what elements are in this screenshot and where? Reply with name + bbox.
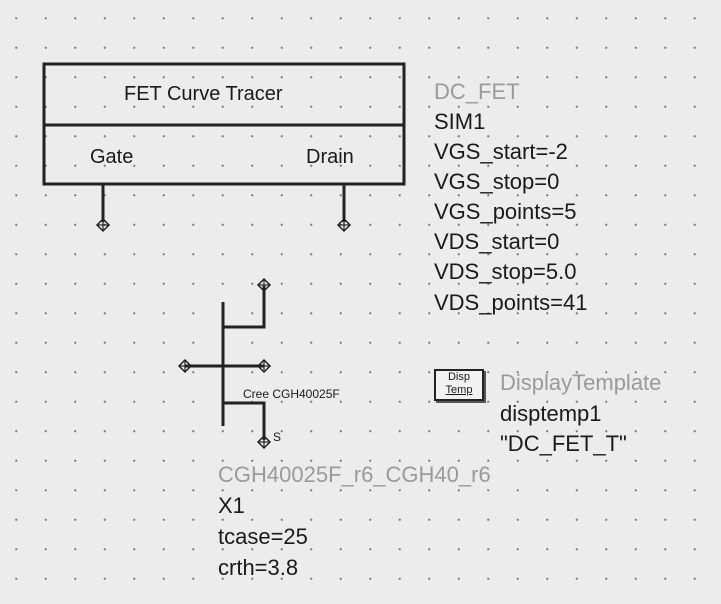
display-template-instance-name[interactable]: disptemp1 [500,401,602,426]
dc-fet-param[interactable]: VDS_points=41 [434,290,588,315]
dc-fet-param[interactable]: VDS_stop=5.0 [434,259,577,284]
curve-tracer-title: FET Curve Tracer [124,83,283,105]
fet-transistor-symbol[interactable] [177,277,272,450]
fet-gate-thermal-pin[interactable] [256,358,272,374]
transistor-model-name[interactable]: CGH40025F_r6_CGH40_r6 [218,462,491,487]
transistor-param[interactable]: tcase=25 [218,524,308,549]
transistor-instance-name[interactable]: X1 [218,493,245,518]
dc-fet-instance-name[interactable]: SIM1 [434,109,486,134]
curve-tracer-block[interactable] [42,62,406,233]
drain-pin[interactable] [336,217,352,233]
dc-fet-param[interactable]: VGS_stop=0 [434,169,560,194]
fet-drain-wire [223,286,266,329]
drain-port-label: Drain [306,146,354,168]
temp-icon-text: Temp [445,384,473,396]
source-pin-label: S [273,430,282,444]
display-template-icon[interactable]: Disp Temp [434,369,484,401]
display-template-component-name[interactable]: DisplayTemplate [500,370,662,395]
dc-fet-param[interactable]: VDS_start=0 [434,229,560,254]
fet-drain-pin[interactable] [256,277,272,293]
fet-source-wire [223,401,266,440]
transistor-param[interactable]: crth=3.8 [218,555,299,580]
dc-fet-component-name[interactable]: DC_FET [434,79,520,104]
transistor-device-label: Cree CGH40025F [243,387,340,401]
fet-source-pin[interactable] [256,434,272,450]
gate-pin[interactable] [95,217,111,233]
dc-fet-param[interactable]: VGS_start=-2 [434,139,568,164]
disp-icon-text: Disp [447,371,470,383]
dc-fet-param[interactable]: VGS_points=5 [434,199,577,224]
gate-port-label: Gate [90,146,134,168]
fet-gate-pin[interactable] [177,358,193,374]
display-template-value[interactable]: "DC_FET_T" [500,431,627,456]
